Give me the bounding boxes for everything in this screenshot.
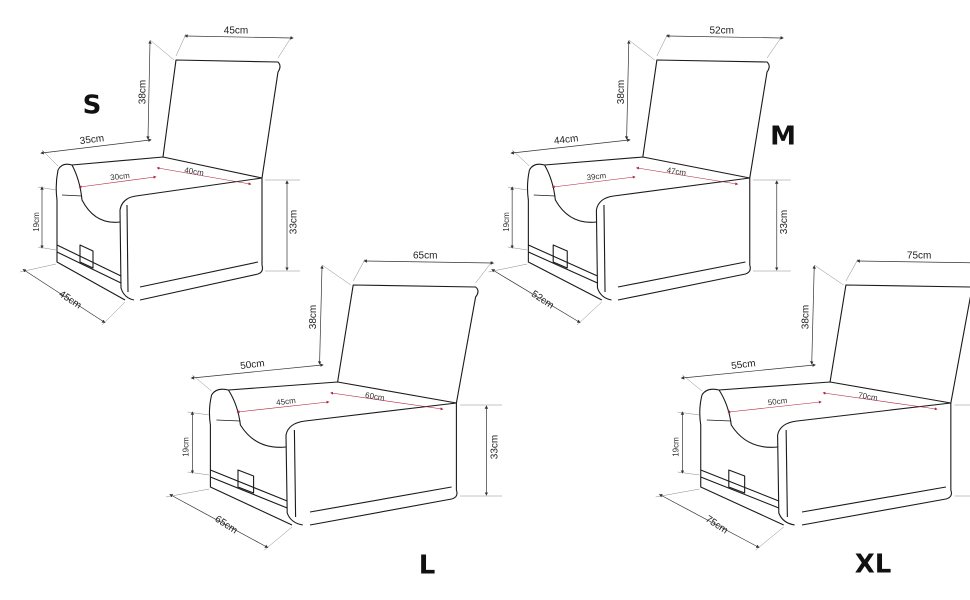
side-depth-label: 55cm <box>731 358 757 372</box>
label-patch <box>552 244 568 269</box>
back-height-label: 38cm <box>800 305 811 329</box>
front-height-label: 19cm <box>671 437 680 457</box>
size-diagram-xl: 75cm38cm55cm50cm70cm19cm33cm75cmXL <box>655 251 970 580</box>
front-strap <box>603 204 606 293</box>
back-width-label: 45cm <box>224 26 248 37</box>
side-depth-line <box>40 138 152 155</box>
seat-line <box>533 194 556 197</box>
back-width-label: 52cm <box>709 26 733 37</box>
side-depth-label: 50cm <box>240 358 266 372</box>
base-width-label: 75cm <box>703 514 729 537</box>
back-height-line <box>624 40 631 140</box>
base-width-line <box>169 494 269 548</box>
inner-width-line <box>551 175 636 189</box>
front-bolster-edge <box>119 209 135 301</box>
back-width-line <box>856 259 970 265</box>
back-height-line <box>146 40 152 140</box>
back-height-label: 38cm <box>616 80 627 104</box>
side-depth-line <box>680 363 816 380</box>
back-width-label: 75cm <box>907 251 931 262</box>
bottom-band-outline <box>528 244 746 288</box>
inner-width-line <box>727 400 822 414</box>
back-width-line <box>665 34 784 40</box>
back-height-line <box>317 265 324 365</box>
back-height-label: 38cm <box>138 80 149 104</box>
size-label-s: S <box>83 91 102 121</box>
front-bolster-edge <box>777 434 795 526</box>
back-width-line <box>363 259 495 265</box>
backrest-outline <box>642 59 770 179</box>
base-width-line <box>491 269 581 323</box>
inner-depth-line <box>330 391 444 411</box>
rear-rim-outline <box>57 156 263 179</box>
front-height-label: 19cm <box>182 437 191 457</box>
base-width-line <box>22 269 106 323</box>
back-width-label: 65cm <box>413 251 437 262</box>
front-bolster-edge <box>595 209 612 301</box>
side-depth-line <box>510 138 631 155</box>
size-label-m: M <box>770 122 796 152</box>
front-wall-outline <box>777 402 952 526</box>
size-label-xl: XL <box>855 550 892 580</box>
inner-width-label: 30cm <box>110 171 131 182</box>
bottom-band-outline <box>210 469 452 513</box>
total-height-label: 33cm <box>289 210 300 234</box>
inner-depth-label: 60cm <box>364 391 385 403</box>
backrest-outline <box>337 284 479 404</box>
label-patch <box>79 244 94 269</box>
side-depth-label: 35cm <box>79 133 105 147</box>
inner-width-label: 45cm <box>276 396 297 407</box>
inner-width-label: 50cm <box>767 396 788 407</box>
rear-rim-outline <box>211 381 457 404</box>
left-side-outline <box>699 389 784 526</box>
front-wall-outline <box>595 177 751 301</box>
front-height-label: 19cm <box>32 212 41 232</box>
size-label-l: L <box>419 551 436 581</box>
front-strap <box>126 204 129 293</box>
back-width-line <box>184 34 294 40</box>
base-width-label: 52cm <box>529 289 555 312</box>
left-side-outline <box>55 164 126 301</box>
inner-depth-line <box>156 166 252 186</box>
seat-line <box>61 194 83 197</box>
inner-width-label: 39cm <box>586 171 607 182</box>
inner-depth-line <box>822 391 938 411</box>
front-strap <box>785 429 788 518</box>
inner-depth-line <box>635 166 739 186</box>
inner-width-line <box>236 400 330 414</box>
inner-width-line <box>78 175 157 189</box>
backrest-outline <box>162 59 281 179</box>
inner-depth-label: 40cm <box>184 166 205 178</box>
inner-depth-label: 70cm <box>858 391 879 403</box>
left-side-outline <box>208 389 293 526</box>
total-height-label: 33cm <box>779 210 790 234</box>
front-wall-outline <box>285 402 458 526</box>
back-height-label: 38cm <box>308 305 319 329</box>
front-bolster-edge <box>285 434 303 526</box>
bottom-band-outline <box>700 469 947 513</box>
front-wall-outline <box>119 177 264 301</box>
rear-rim-outline <box>528 156 750 179</box>
base-width-label: 65cm <box>213 514 239 537</box>
total-height-label: 33cm <box>489 435 500 459</box>
inner-depth-label: 47cm <box>666 166 687 178</box>
seat-line <box>216 419 241 422</box>
base-width-line <box>658 494 760 548</box>
side-depth-line <box>190 363 324 380</box>
base-width-label: 45cm <box>57 289 83 312</box>
front-strap <box>293 429 297 518</box>
left-side-outline <box>526 164 603 301</box>
front-height-label: 19cm <box>502 212 511 232</box>
rear-rim-outline <box>701 381 951 404</box>
label-patch <box>728 469 746 494</box>
side-depth-label: 44cm <box>553 133 579 147</box>
label-patch <box>237 469 255 494</box>
seat-line <box>706 419 732 422</box>
back-height-line <box>810 265 816 365</box>
bottom-band-outline <box>56 244 259 288</box>
